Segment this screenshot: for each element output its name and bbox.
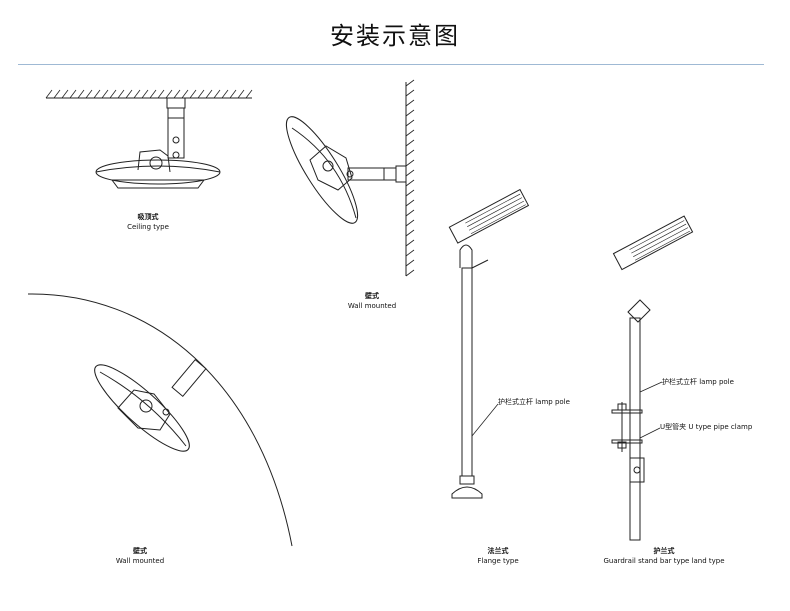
flange-label-cn: 法兰式 [488, 546, 509, 555]
ceiling-mount-drawing [45, 89, 253, 189]
wall-big-label-cn: 壁式 [133, 546, 147, 555]
wall-mount-drawing-large [27, 293, 293, 547]
guardrail-label-cn: 护兰式 [654, 546, 675, 555]
wall-big-label-en: Wall mounted [116, 557, 164, 565]
page-title: 安装示意图 [330, 22, 460, 50]
flange-pole-drawing [448, 188, 530, 499]
flange-label-en: Flange type [477, 557, 518, 565]
guardrail-pole-callout: 护栏式立杆 lamp pole [662, 377, 734, 386]
wall-top-label-cn: 壁式 [365, 291, 379, 300]
guardrail-pole-drawing [611, 215, 694, 541]
ceiling-label-en: Ceiling type [127, 223, 169, 231]
wall-top-label-en: Wall mounted [348, 302, 396, 310]
ceiling-label-cn: 吸顶式 [138, 212, 159, 221]
guardrail-clamp-callout: U型管夹 U type pipe clamp [660, 422, 753, 431]
flange-callout: 护栏式立杆 lamp pole [498, 397, 570, 406]
title-divider [18, 64, 764, 65]
wall-mount-drawing-small [285, 79, 415, 277]
guardrail-label-en: Guardrail stand bar type land type [603, 557, 724, 565]
